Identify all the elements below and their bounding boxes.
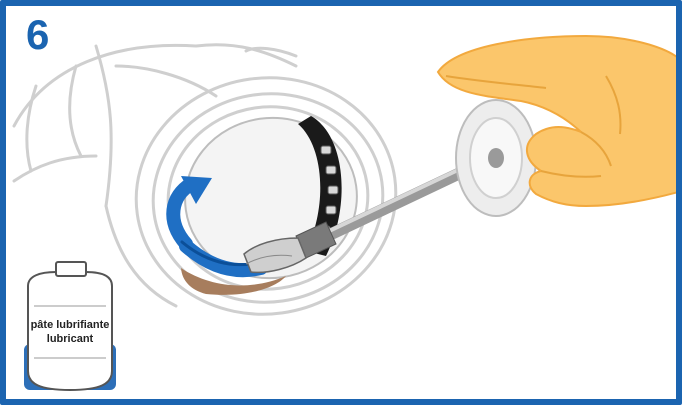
bottle-label-line1: pâte lubrifiante bbox=[31, 319, 110, 331]
bottle-label-line2: lubricant bbox=[47, 333, 94, 345]
bottle-icon: pâte lubrifiante lubricant bbox=[24, 262, 116, 390]
step-number: 6 bbox=[26, 14, 49, 56]
bearing-lubrication-scene: pâte lubrifiante lubricant bbox=[6, 6, 682, 405]
handle-disk bbox=[456, 100, 536, 216]
